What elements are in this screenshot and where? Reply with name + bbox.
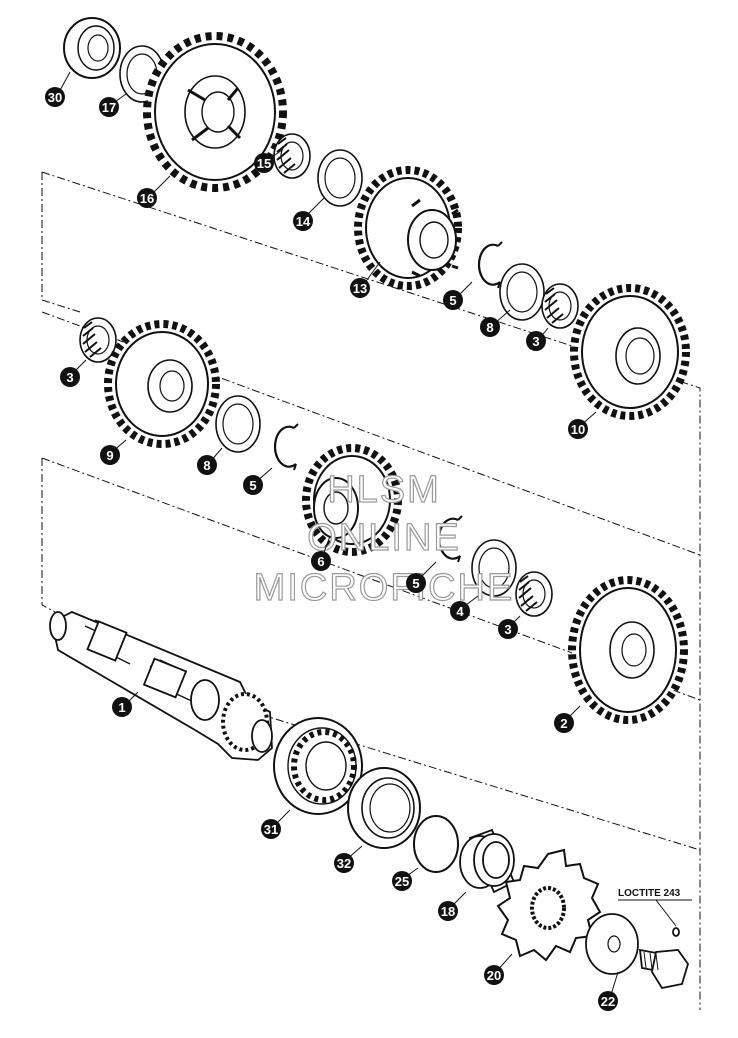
svg-text:20: 20 xyxy=(487,968,501,983)
watermark-line2: ONLINE xyxy=(307,517,460,559)
callout-15: 15 xyxy=(254,153,274,173)
part-gear-16 xyxy=(143,32,287,192)
loctite-note: LOCTITE 243 xyxy=(618,888,692,927)
part-o-ring-25 xyxy=(413,815,459,873)
callout-31: 31 xyxy=(261,819,281,839)
svg-text:16: 16 xyxy=(140,191,154,206)
svg-text:15: 15 xyxy=(257,156,271,171)
svg-text:18: 18 xyxy=(441,904,455,919)
callout-3a: 3 xyxy=(526,331,546,351)
svg-text:5: 5 xyxy=(449,293,456,308)
callout-32: 32 xyxy=(334,853,354,873)
part-circlip-5a xyxy=(477,240,504,290)
part-gear-10 xyxy=(570,284,690,420)
part-needle-bearing-3b xyxy=(79,317,117,363)
svg-text:31: 31 xyxy=(264,822,278,837)
part-washer-22 xyxy=(585,913,639,975)
callout-4: 4 xyxy=(450,601,470,621)
callout-3b: 3 xyxy=(60,367,80,387)
svg-text:2: 2 xyxy=(560,716,567,731)
callout-25: 25 xyxy=(392,871,412,891)
part-needle-bearing-3a xyxy=(541,283,579,329)
svg-text:8: 8 xyxy=(486,320,493,335)
callout-1: 1 xyxy=(112,697,132,717)
watermark: HLSM ONLINE MICROFICHE xyxy=(253,468,515,609)
part-seal-32 xyxy=(347,767,421,849)
svg-text:9: 9 xyxy=(106,448,113,463)
svg-text:32: 32 xyxy=(337,856,351,871)
part-needle-bearing-3c xyxy=(515,571,553,617)
callout-leaders xyxy=(57,71,619,999)
callout-9: 9 xyxy=(100,445,120,465)
svg-text:10: 10 xyxy=(571,422,585,437)
svg-text:30: 30 xyxy=(48,90,62,105)
part-bolt xyxy=(638,927,689,990)
callout-8a: 8 xyxy=(480,317,500,337)
callout-5b: 5 xyxy=(243,475,263,495)
svg-text:5: 5 xyxy=(412,576,419,591)
callout-16: 16 xyxy=(137,188,157,208)
part-gear-6 xyxy=(302,444,402,556)
svg-text:8: 8 xyxy=(203,458,210,473)
svg-text:1: 1 xyxy=(118,700,125,715)
part-main-shaft-1 xyxy=(49,611,273,761)
part-washer-8a xyxy=(499,263,545,321)
part-ball-bearing-30 xyxy=(63,17,121,79)
part-gear-13 xyxy=(354,166,462,290)
svg-text:3: 3 xyxy=(532,334,539,349)
svg-text:3: 3 xyxy=(504,622,511,637)
callout-3c: 3 xyxy=(498,619,518,639)
part-gear-9 xyxy=(104,320,220,448)
part-washer-14 xyxy=(317,149,363,207)
callout-6: 6 xyxy=(311,551,331,571)
part-spacer-18 xyxy=(459,828,516,894)
callout-20: 20 xyxy=(484,965,504,985)
callout-30: 30 xyxy=(45,87,65,107)
callouts: 30 17 16 15 14 13 5 8 3 10 3 9 8 5 6 5 4… xyxy=(45,87,618,1011)
callout-10: 10 xyxy=(568,419,588,439)
loctite-note-text: LOCTITE 243 xyxy=(618,888,681,899)
svg-text:14: 14 xyxy=(296,214,311,229)
callout-13: 13 xyxy=(350,278,370,298)
svg-text:17: 17 xyxy=(102,100,116,115)
callout-18: 18 xyxy=(438,901,458,921)
callout-2: 2 xyxy=(554,713,574,733)
svg-text:5: 5 xyxy=(249,478,256,493)
part-circlip-5b xyxy=(273,422,300,472)
callout-17: 17 xyxy=(99,97,119,117)
svg-text:4: 4 xyxy=(456,604,464,619)
watermark-line3: MICROFICHE xyxy=(254,567,515,609)
part-ball-bearing-31 xyxy=(273,717,363,815)
svg-text:22: 22 xyxy=(601,994,615,1009)
svg-text:25: 25 xyxy=(395,874,409,889)
part-sprocket-20 xyxy=(496,848,602,962)
part-gear-2 xyxy=(568,576,688,724)
svg-text:3: 3 xyxy=(66,370,73,385)
callout-5c: 5 xyxy=(406,573,426,593)
part-washer-8b xyxy=(215,395,261,453)
callout-5a: 5 xyxy=(443,290,463,310)
callout-8b: 8 xyxy=(197,455,217,475)
watermark-line1: HLSM xyxy=(327,469,441,511)
svg-text:6: 6 xyxy=(317,554,324,569)
callout-22: 22 xyxy=(598,991,618,1011)
callout-14: 14 xyxy=(293,211,313,231)
svg-text:13: 13 xyxy=(353,281,367,296)
part-needle-bearing-15 xyxy=(273,133,311,179)
